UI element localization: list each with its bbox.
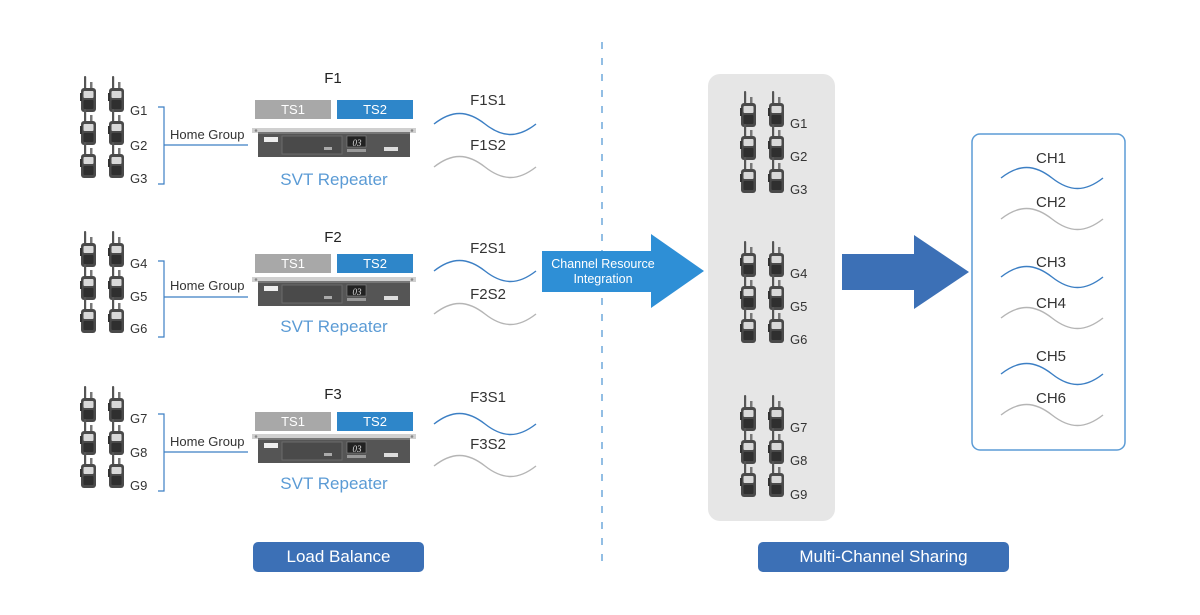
signal-wave-icon (433, 302, 537, 326)
channel-box (971, 133, 1126, 451)
signal-wave-icon (1000, 207, 1104, 231)
radio-icon (108, 386, 124, 422)
load-balance-footer: Load Balance (253, 542, 424, 572)
repeater-icon (251, 276, 417, 307)
radio-icon (80, 452, 96, 488)
group-bracket (158, 260, 165, 338)
repeater-display: 03 (353, 287, 363, 297)
radio-icon (80, 297, 96, 333)
timeslot-ts2 (337, 100, 413, 119)
timeslot-ts1 (255, 412, 331, 431)
signal-wave-icon (1000, 265, 1104, 289)
radio-icon (80, 386, 96, 422)
signal-wave-icon (433, 454, 537, 478)
sharing-arrow (842, 235, 969, 309)
radio-icon (80, 142, 96, 178)
signal-wave-icon (1000, 362, 1104, 386)
radio-icon (80, 419, 96, 455)
load-balance-row-1: 03 (80, 76, 537, 185)
radio-icon (108, 297, 124, 333)
radio-icon (80, 109, 96, 145)
radio-icon (108, 231, 124, 267)
repeater-icon (251, 127, 417, 158)
channel-waves (1000, 166, 1104, 427)
radio-icon (108, 76, 124, 112)
signal-wave-icon (433, 259, 537, 283)
radio-icon (108, 264, 124, 300)
repeater-display: 03 (353, 138, 363, 148)
timeslot-ts2 (337, 412, 413, 431)
radio-icon (108, 419, 124, 455)
channel-integration-arrow (542, 234, 704, 308)
group-bracket (158, 413, 165, 492)
signal-wave-icon (433, 412, 537, 436)
load-balance-row-2: 03 (80, 231, 537, 338)
timeslot-ts1 (255, 100, 331, 119)
load-balance-row-3: 03 (80, 386, 537, 492)
signal-wave-icon (1000, 403, 1104, 427)
radio-icon (80, 231, 96, 267)
timeslot-ts2 (337, 254, 413, 273)
signal-wave-icon (433, 155, 537, 179)
radio-icon (80, 264, 96, 300)
load-balance-section: 03 03 03 (80, 76, 537, 492)
radio-icon (108, 452, 124, 488)
radio-icon (108, 109, 124, 145)
signal-wave-icon (433, 112, 537, 136)
radio-icon (80, 76, 96, 112)
group-bracket (158, 106, 165, 185)
repeater-display: 03 (353, 444, 363, 454)
radio-icon (108, 142, 124, 178)
signal-wave-icon (1000, 166, 1104, 190)
repeater-icon (251, 433, 417, 464)
multi-channel-sharing-footer: Multi-Channel Sharing (758, 542, 1009, 572)
timeslot-ts1 (255, 254, 331, 273)
signal-wave-icon (1000, 306, 1104, 330)
